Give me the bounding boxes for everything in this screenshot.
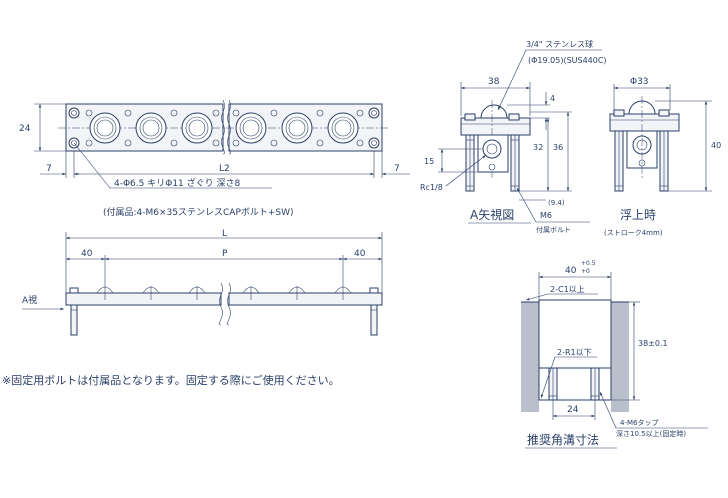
- ball-label: 3/4" ステンレス球: [526, 39, 593, 49]
- groove-dim-24: 24: [567, 405, 579, 415]
- dim-height: 24: [19, 124, 31, 134]
- float-dim-diameter: Φ33: [630, 77, 649, 87]
- groove-view: 40 +0.5 +0 2-C1以上 2-R1以下 38±0.1 24 4-M6タ…: [521, 260, 708, 449]
- a-dim-94: (9.4): [548, 199, 565, 207]
- groove-label-depth: 深さ10.5以上(固定時): [616, 429, 686, 438]
- float-subtitle: (ストローク4mm): [604, 229, 663, 237]
- front-body-right: [228, 292, 383, 306]
- groove-title: 推奨角溝寸法: [527, 433, 599, 447]
- groove-tol-plus: +0.5: [581, 260, 596, 267]
- groove-tol-zero: +0: [581, 268, 590, 275]
- a-view-title: A矢視図: [470, 207, 514, 222]
- note-accessory: (付属品:4-M6×35ステンレスCAPボルト+SW): [103, 207, 294, 218]
- float-body: [609, 113, 680, 132]
- a-view-label: A視: [22, 294, 37, 306]
- top-break-right: [227, 99, 231, 155]
- a-dim-15: 15: [424, 157, 434, 166]
- ball-unit: [281, 112, 313, 144]
- mount-hole-tr: [368, 107, 380, 119]
- note-holes: 4-Φ6.5 キリΦ11 ざぐり 深さ8: [114, 177, 240, 189]
- a-dim-width: 38: [488, 77, 500, 87]
- front-break-right: [227, 282, 231, 326]
- dim-right-7: 7: [394, 164, 400, 174]
- front-ball-bumps: [96, 286, 352, 300]
- a-view: 3/4" ステンレス球 (Φ19.05)(SUS440C) 38 4 32 36…: [420, 39, 607, 234]
- mount-hole-tl: [68, 107, 80, 119]
- ball-unit: [181, 112, 213, 144]
- screw-holes: [85, 109, 364, 147]
- float-view: Φ33 40 浮上時 (ストローク4mm): [604, 77, 721, 237]
- front-bolt-left: [69, 287, 79, 336]
- a-dim-32: 32: [533, 143, 543, 152]
- a-dim-rc: Rc1/8: [420, 183, 443, 192]
- dim-front-right: 40: [354, 249, 366, 259]
- float-title: 浮上時: [620, 208, 656, 222]
- mount-hole-br: [368, 137, 380, 149]
- groove-label-c1: 2-C1以上: [550, 285, 585, 294]
- a-label-m6: M6: [540, 211, 552, 220]
- dim-front-left: 40: [81, 249, 93, 259]
- dim-p: P: [222, 249, 228, 259]
- groove-dim-38: 38±0.1: [638, 339, 668, 348]
- front-bolt-right: [369, 287, 379, 336]
- a-dim-top: 4: [550, 94, 555, 103]
- groove-label-r1: 2-R1以下: [557, 348, 592, 357]
- dim-l2: L2: [219, 164, 230, 174]
- groove-outline: [521, 301, 629, 401]
- groove-wall-left: [521, 302, 539, 412]
- footnote: ※固定用ボルトは付属品となります。固定する際にご使用ください。: [2, 373, 340, 387]
- float-dim-40: 40: [711, 141, 721, 150]
- groove-block: [538, 299, 612, 369]
- ball-unit: [89, 112, 121, 144]
- ball-unit: [135, 112, 167, 144]
- groove-wall-right: [611, 302, 629, 412]
- ball-unit: [235, 112, 267, 144]
- groove-dim-40: 40: [565, 266, 577, 276]
- top-break-left: [221, 99, 225, 155]
- ball-spec: (Φ19.05)(SUS440C): [528, 56, 607, 65]
- front-break-left: [219, 282, 223, 326]
- a-view-ball: [480, 104, 508, 119]
- a-label-bolt: 付属ボルト: [536, 225, 571, 234]
- groove-label-tap: 4-M6タップ: [620, 418, 658, 427]
- front-body-left: [65, 292, 222, 306]
- a-view-body: [460, 117, 531, 136]
- top-view: 24 7 L2 7 4-Φ6.5 キリΦ11 ざぐり 深さ8 (付属品:4-M6…: [19, 99, 410, 218]
- a-dim-36: 36: [553, 143, 563, 152]
- front-view: L 40 P 40 A視: [22, 229, 383, 336]
- dim-left-7: 7: [46, 164, 52, 174]
- ball-unit: [327, 112, 359, 144]
- dim-l: L: [222, 229, 227, 239]
